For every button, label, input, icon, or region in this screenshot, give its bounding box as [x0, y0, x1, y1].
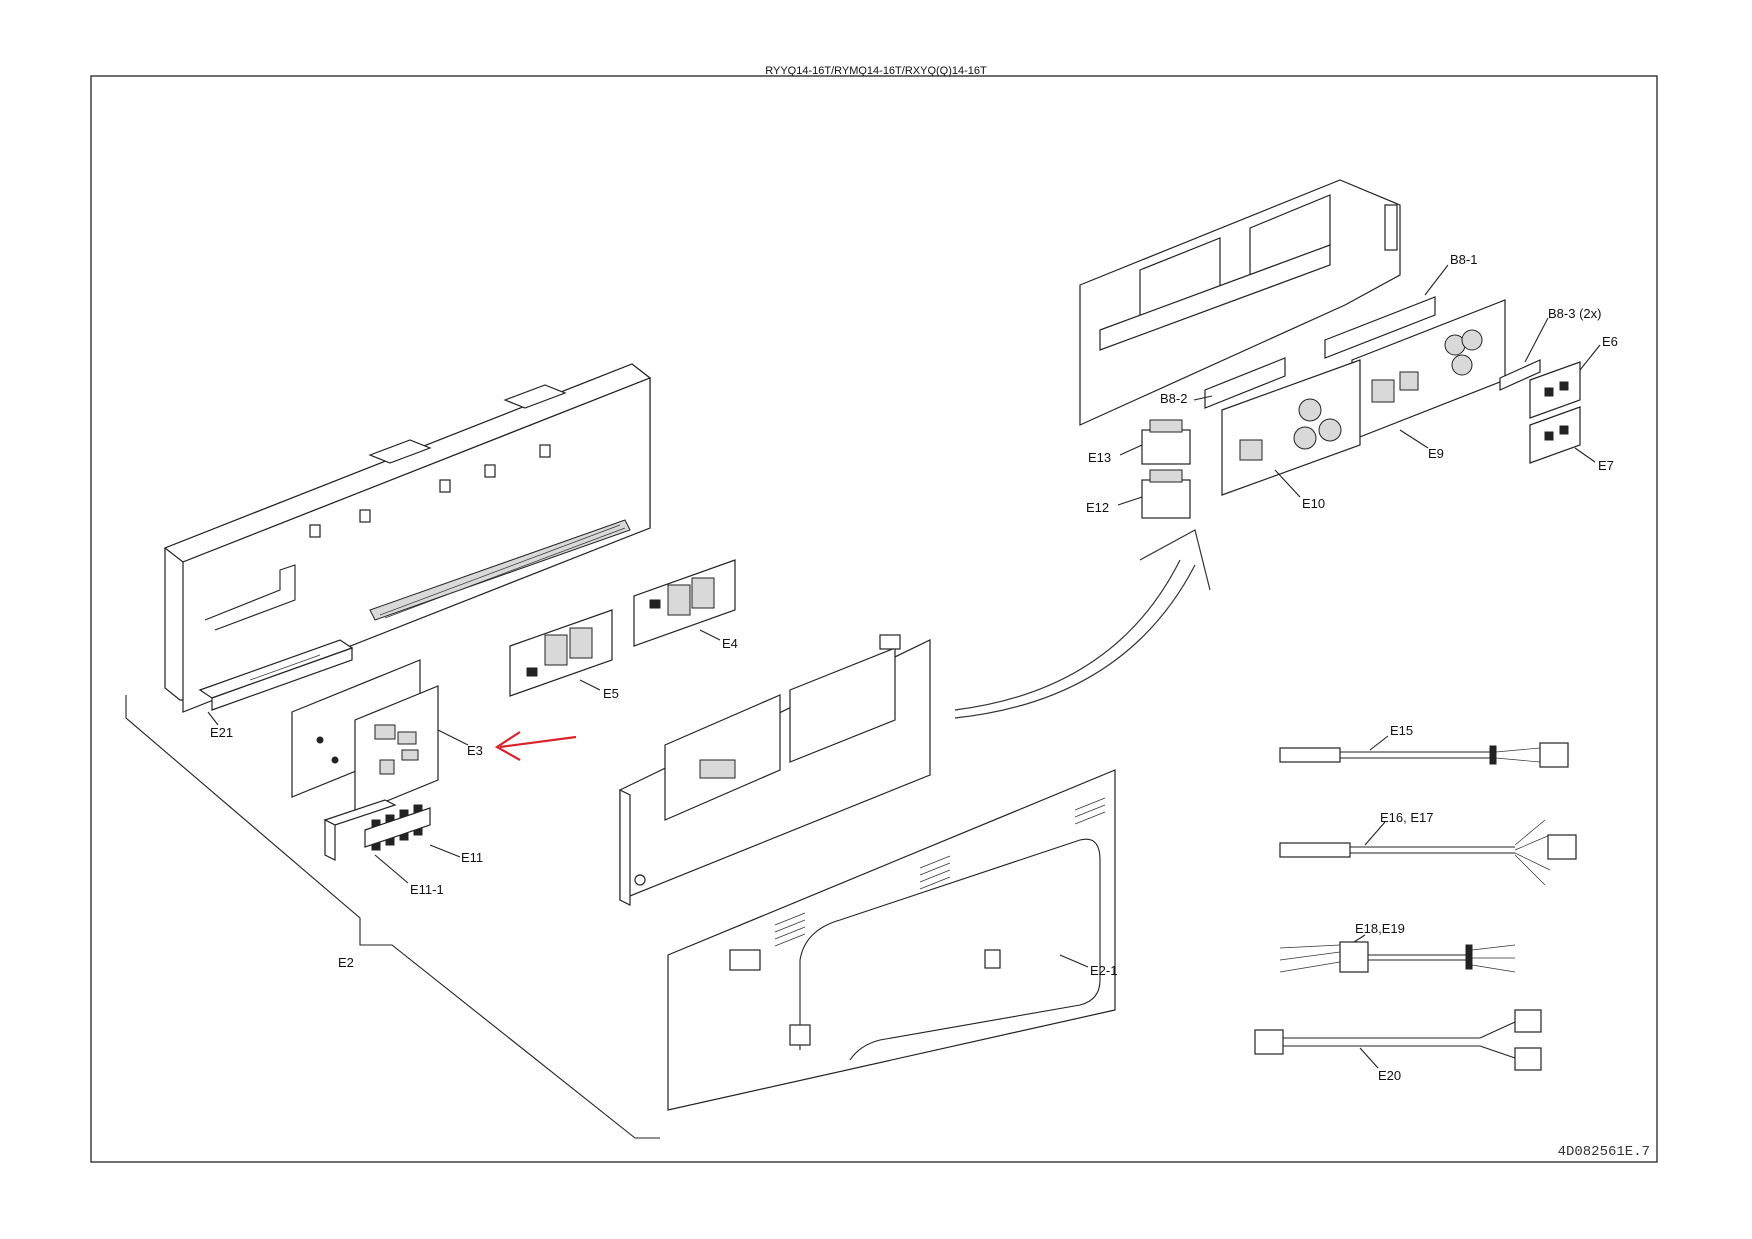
curved-arrow-icon: [954, 529, 1211, 719]
label-e9: E9: [1428, 446, 1444, 461]
part-b8-3-strip: [1499, 359, 1541, 391]
label-e11: E11: [461, 850, 483, 865]
part-e6-module: [1529, 361, 1581, 419]
label-e7: E7: [1598, 458, 1614, 473]
label-e3: E3: [467, 743, 483, 758]
label-e2-1: E2-1: [1090, 963, 1117, 978]
label-e12: E12: [1086, 500, 1109, 515]
part-mounting-plate: [619, 634, 931, 906]
part-e4-board: [633, 559, 736, 647]
label-e2: E2: [338, 955, 354, 970]
label-e21: E21: [210, 725, 233, 740]
label-e20: E20: [1378, 1068, 1401, 1083]
part-e7-module: [1529, 406, 1581, 464]
part-e15-harness: [1279, 742, 1569, 768]
part-e16-e17-harness: [1279, 819, 1577, 886]
part-e18-e19-harness: [1279, 941, 1516, 973]
drawing-code: 4D082561E.7: [1558, 1144, 1650, 1160]
switch-box-housing: [163, 363, 652, 713]
part-e2-1-front-cover: [667, 769, 1116, 1111]
label-b8-1: B8-1: [1450, 252, 1477, 267]
part-e5-board: [509, 609, 613, 697]
label-e16-e17: E16, E17: [1380, 810, 1434, 825]
part-rear-panel: [1079, 179, 1401, 426]
label-e13: E13: [1088, 450, 1111, 465]
label-e4: E4: [722, 636, 738, 651]
part-e9-inverter-board: [1351, 299, 1506, 441]
label-b8-2: B8-2: [1160, 391, 1187, 406]
label-e15: E15: [1390, 723, 1413, 738]
part-e11-terminal-block: [323, 799, 431, 861]
red-left-arrow-icon: [494, 731, 577, 761]
part-e10-board: [1221, 359, 1361, 496]
part-b8-2-plate: [1204, 357, 1286, 409]
part-e13-transformer: [1141, 419, 1191, 465]
label-e11-1: E11-1: [410, 882, 444, 897]
label-e6: E6: [1602, 334, 1618, 349]
label-e10: E10: [1302, 496, 1325, 511]
part-e21-bracket: [198, 639, 354, 711]
part-e20-harness: [1254, 1009, 1542, 1071]
part-e12-transformer: [1141, 469, 1191, 519]
part-e3-control-board: [291, 659, 439, 815]
drawing-frame: [90, 75, 1658, 1163]
label-e5: E5: [603, 686, 619, 701]
part-b8-1-plate: [1324, 296, 1436, 359]
label-e18-e19: E18,E19: [1355, 921, 1405, 936]
label-b8-3: B8-3 (2x): [1548, 306, 1601, 321]
e2-group-bracket: [125, 695, 660, 1139]
drawing-title: RYYQ14-16T/RYMQ14-16T/RXYQ(Q)14-16T: [765, 65, 987, 77]
